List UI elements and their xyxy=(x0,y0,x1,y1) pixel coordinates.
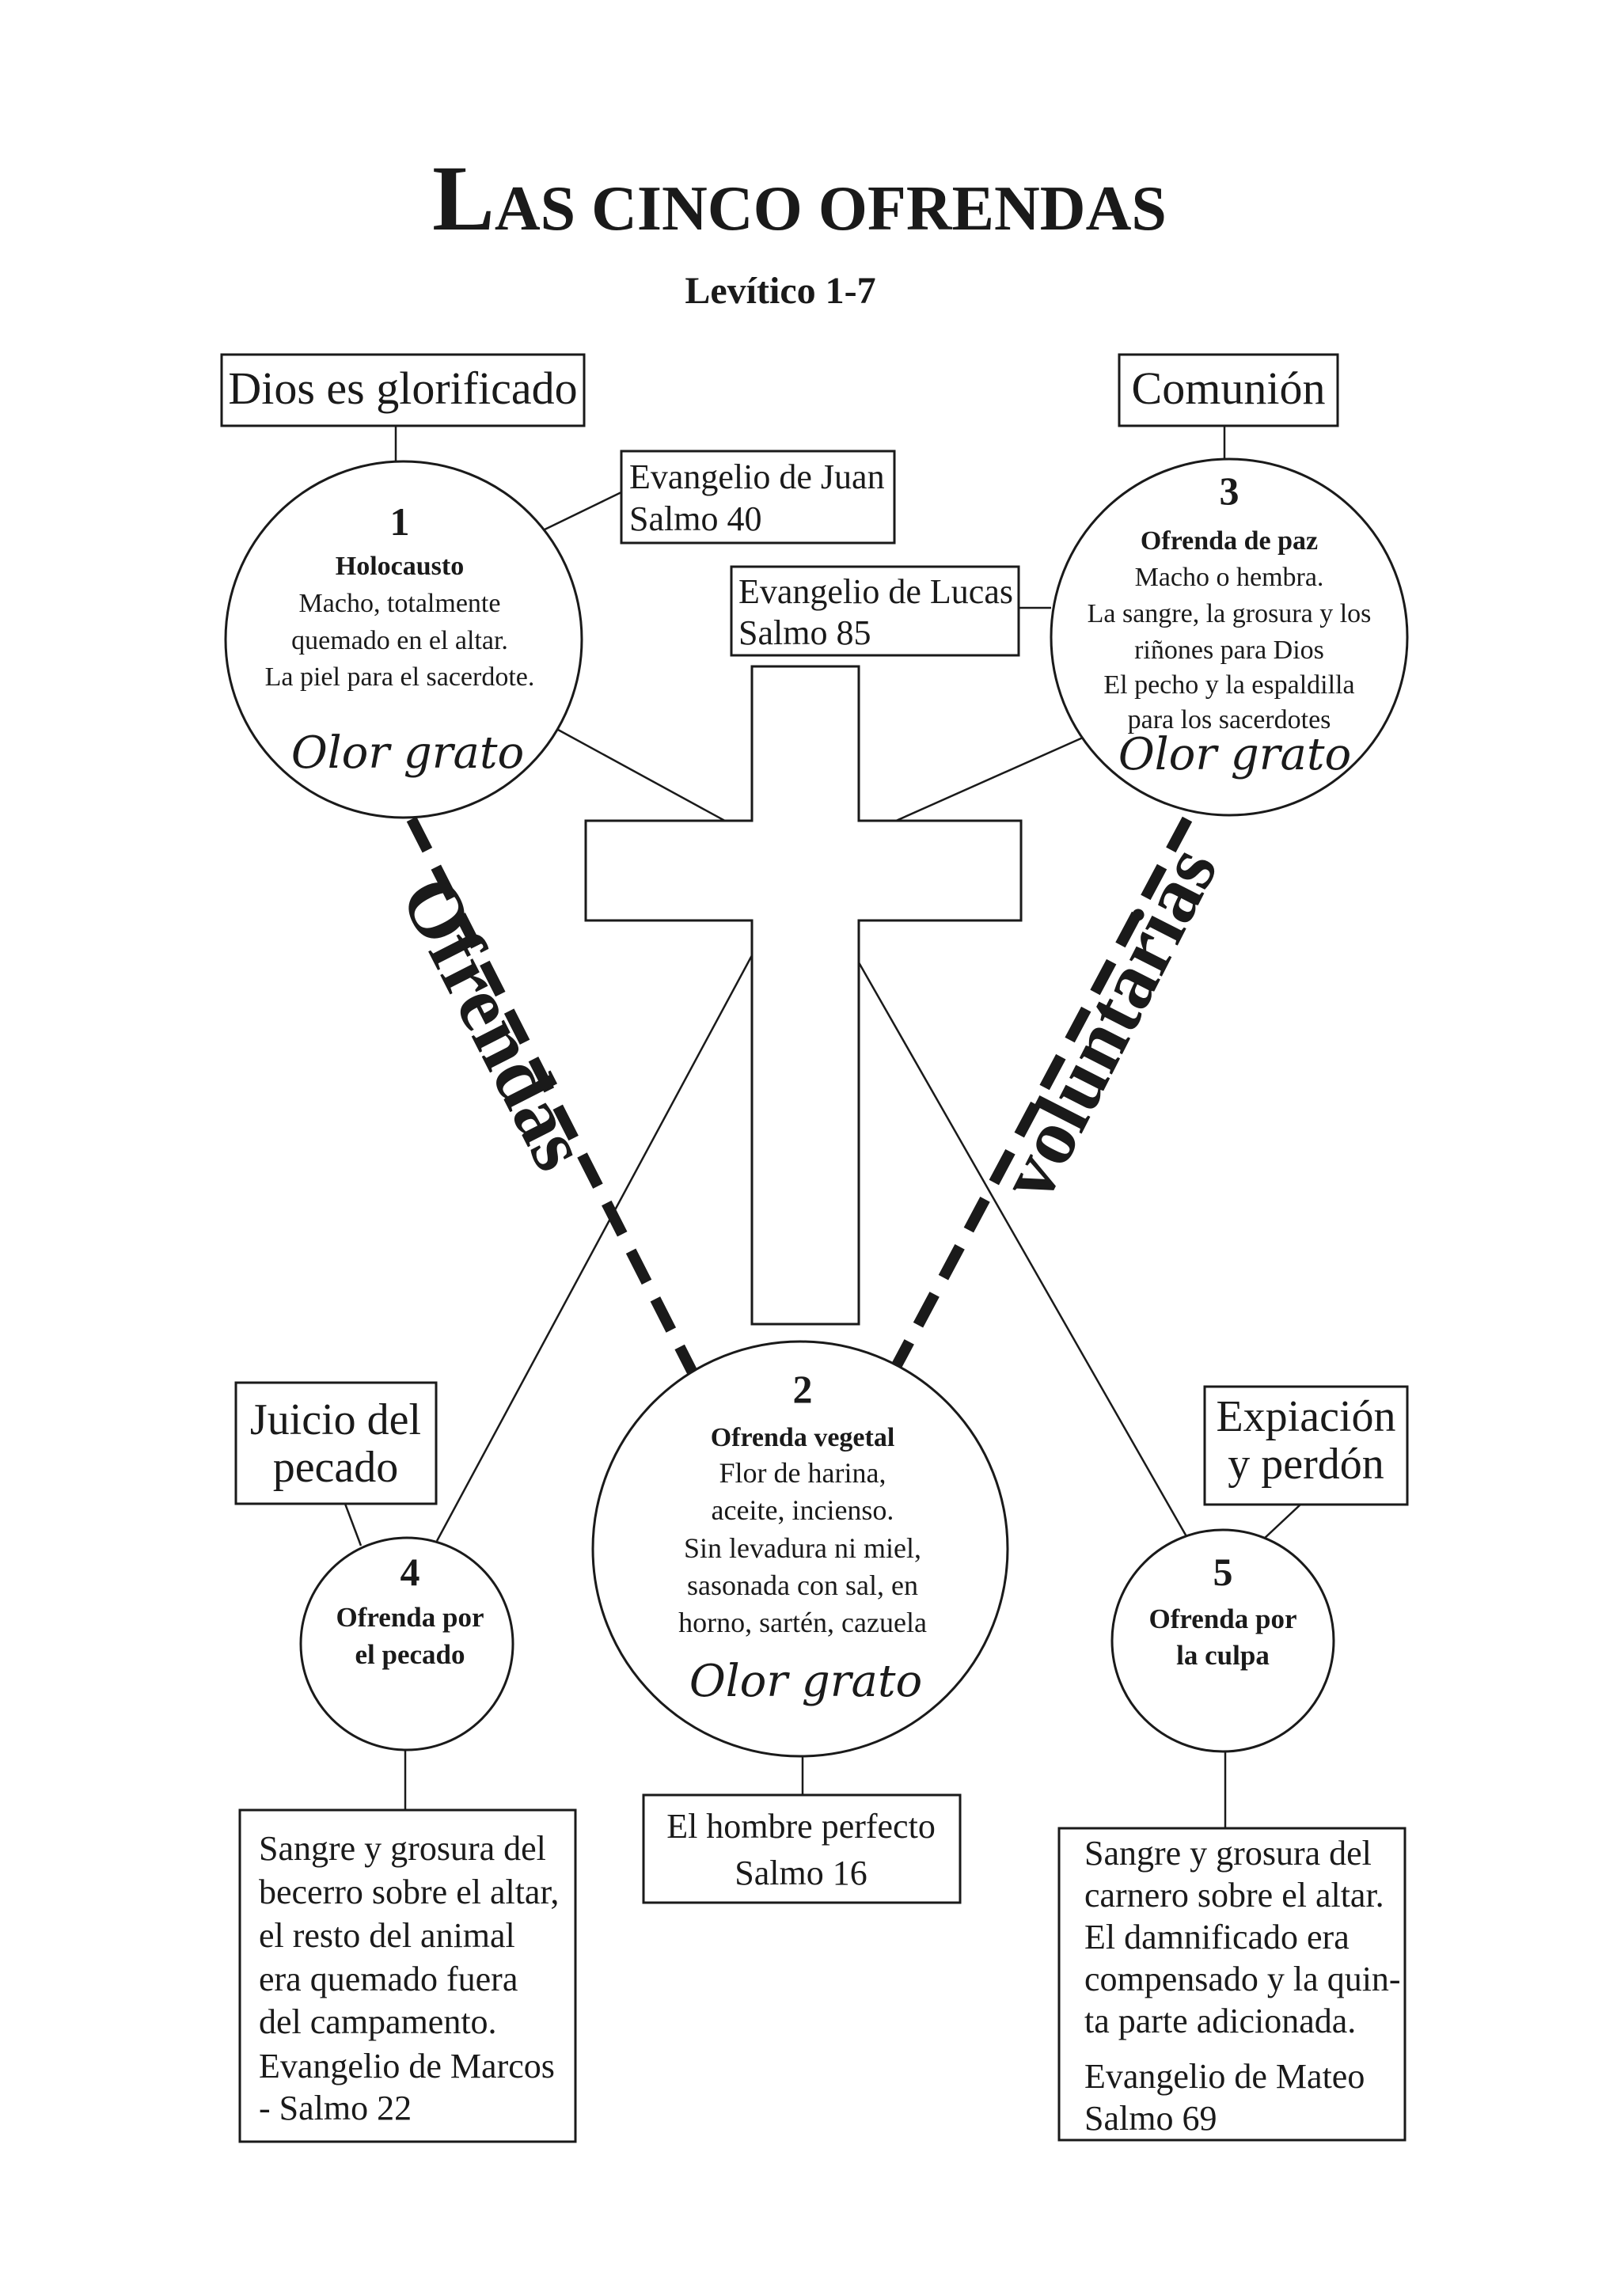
bottom-left-line-2: becerro sobre el altar, xyxy=(259,1873,559,1911)
connector-juicio xyxy=(344,1503,363,1546)
bottom-right-line-6: Evangelio de Mateo xyxy=(1084,2057,1365,2096)
box-bottom-left xyxy=(238,1808,577,2143)
offering-1-tag: Olor grato xyxy=(291,727,524,779)
bottom-left-line-5: del campamento. xyxy=(259,2002,497,2041)
offering-2-vegetal: 2 Ofrenda vegetal Flor de harina, aceite… xyxy=(591,1340,1009,1758)
offering-1-name: Holocausto xyxy=(336,552,464,581)
box-bottom-right xyxy=(1057,1827,1407,2142)
offering-3-paz: 3 Ofrenda de paz Macho o hembra. La sang… xyxy=(1050,457,1409,817)
bottom-left-line-4: era quemado fuera xyxy=(259,1960,518,1998)
bottom-right-text: Sangre y grosura del carnero sobre el al… xyxy=(1084,1834,1401,2138)
box-comunion xyxy=(1118,353,1339,427)
offering-2-number: 2 xyxy=(793,1367,813,1411)
offering-5-number: 5 xyxy=(1213,1550,1233,1594)
juan-line-2: Salmo 40 xyxy=(629,499,761,538)
bottom-right-line-4: compensado y la quin- xyxy=(1084,1960,1401,1998)
offering-5-circle xyxy=(1110,1528,1335,1753)
bottom-right-line-7: Salmo 69 xyxy=(1084,2099,1217,2138)
box-evangelio-lucas xyxy=(730,565,1020,657)
box-dios-es-glorificado xyxy=(220,353,586,427)
offering-2-circle xyxy=(591,1340,1009,1758)
expiacion-line-2: y perdón xyxy=(1228,1440,1384,1489)
offering-5-culpa: 5 Ofrenda por la culpa xyxy=(1110,1528,1335,1753)
juan-line-1: Evangelio de Juan xyxy=(629,457,885,496)
label-dios-es-glorificado: Dios es glorificado xyxy=(228,362,577,414)
offering-5-name-line-2: la culpa xyxy=(1176,1640,1270,1671)
bottom-right-line-1: Sangre y grosura del xyxy=(1084,1834,1372,1873)
expiacion-line-1: Expiación xyxy=(1216,1392,1395,1441)
offering-2-tag: Olor grato xyxy=(689,1656,922,1707)
bottom-center-line-1: El hombre perfecto xyxy=(666,1807,936,1846)
offering-1-line-2: quemado en el altar. xyxy=(291,626,508,655)
offering-3-line-2: La sangre, la grosura y los xyxy=(1088,599,1372,628)
offering-4-pecado: 4 Ofrenda por el pecado xyxy=(299,1536,514,1751)
offering-5-name-line-1: Ofrenda por xyxy=(1149,1603,1297,1634)
offering-3-line-4: El pecho y la espaldilla xyxy=(1103,670,1354,700)
juicio-line-2: pecado xyxy=(273,1443,399,1492)
offering-1-line-1: Macho, totalmente xyxy=(299,589,501,618)
offering-2-line-5: horno, sartén, cazuela xyxy=(678,1607,927,1638)
bottom-left-text: Sangre y grosura del becerro sobre el al… xyxy=(259,1829,559,2127)
lucas-line-2: Salmo 85 xyxy=(738,613,871,652)
box-bottom-center xyxy=(642,1793,962,1904)
line-cross-to-four xyxy=(435,862,803,1542)
offering-2-name: Ofrenda vegetal xyxy=(711,1423,895,1452)
label-comunion: Comunión xyxy=(1132,362,1326,414)
offering-4-name-line-2: el pecado xyxy=(355,1639,465,1670)
offering-2-line-1: Flor de harina, xyxy=(719,1457,886,1489)
offering-2-line-2: aceite, incienso. xyxy=(712,1494,894,1526)
box-evangelio-juan xyxy=(620,450,896,545)
offering-1-number: 1 xyxy=(390,499,410,544)
offering-4-circle xyxy=(299,1536,514,1751)
juicio-line-1: Juicio del xyxy=(250,1395,421,1444)
offering-3-line-5: para los sacerdotes xyxy=(1128,705,1331,734)
offering-3-circle xyxy=(1050,457,1409,817)
offering-1-holocausto: 1 Holocausto Macho, totalmente quemado e… xyxy=(224,460,583,819)
box-expiacion-y-perdon xyxy=(1203,1385,1409,1506)
offering-1-circle xyxy=(224,460,583,819)
offering-4-name-line-1: Ofrenda por xyxy=(336,1602,484,1633)
connector-juan xyxy=(539,491,622,533)
offering-3-name: Ofrenda de paz xyxy=(1141,526,1318,556)
offering-2-line-4: sasonada con sal, en xyxy=(687,1569,918,1601)
offering-3-tag: Olor grato xyxy=(1118,729,1351,780)
bottom-right-line-5: ta parte adicionada. xyxy=(1084,2002,1356,2040)
offering-3-line-3: riñones para Dios xyxy=(1134,636,1324,665)
cross-outline xyxy=(584,665,1023,1326)
bottom-left-line-6: Evangelio de Marcos xyxy=(259,2047,555,2085)
offering-3-number: 3 xyxy=(1220,469,1239,513)
page-title: LAS CINCO OFRENDAS xyxy=(432,146,1167,250)
bottom-right-line-2: carnero sobre el altar. xyxy=(1084,1876,1384,1915)
bottom-left-line-3: el resto del animal xyxy=(259,1916,515,1955)
box-juicio-del-pecado xyxy=(234,1381,438,1505)
offering-1-line-3: La piel para el sacerdote. xyxy=(265,662,535,692)
page-subtitle: Levítico 1-7 xyxy=(685,270,875,312)
line-cross-to-five xyxy=(800,862,1189,1539)
bottom-left-line-7: - Salmo 22 xyxy=(259,2089,412,2127)
offering-2-line-3: Sin levadura ni miel, xyxy=(684,1532,921,1564)
offering-4-number: 4 xyxy=(401,1550,420,1594)
label-ofrendas: Ofrendas xyxy=(384,863,606,1183)
lucas-line-1: Evangelio de Lucas xyxy=(738,572,1013,611)
bottom-center-line-2: Salmo 16 xyxy=(735,1854,867,1892)
bottom-right-line-3: El damnificado era xyxy=(1084,1918,1350,1956)
bottom-left-line-1: Sangre y grosura del xyxy=(259,1829,546,1868)
offering-3-line-1: Macho o hembra. xyxy=(1135,563,1324,592)
